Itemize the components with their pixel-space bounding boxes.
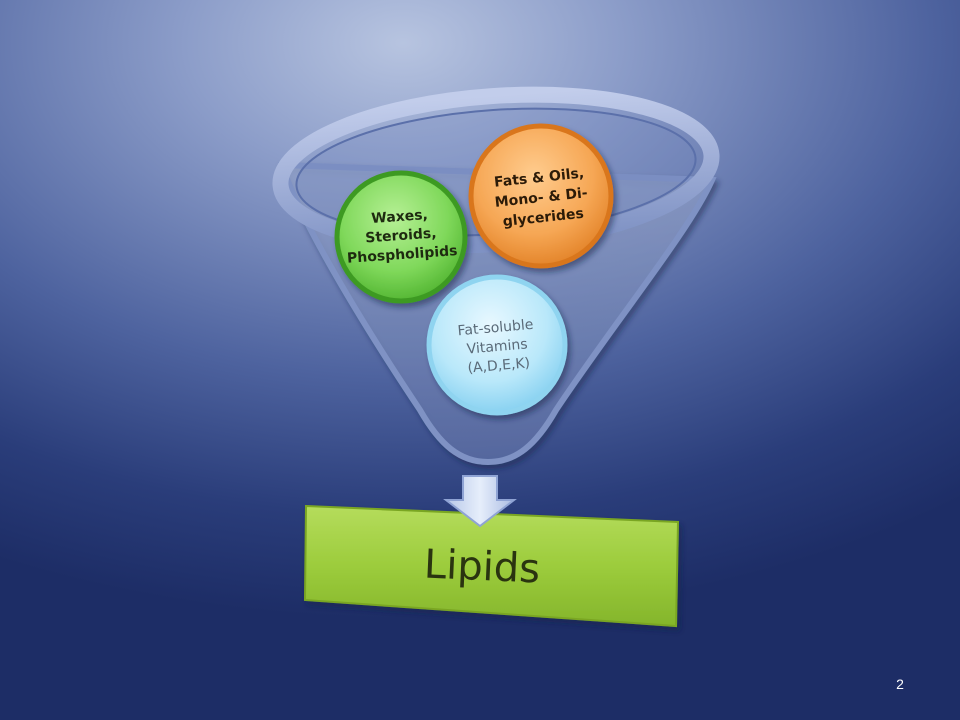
funnel-item-fat-soluble-vitamins: Fat-soluble Vitamins (A,D,E,K) bbox=[426, 274, 568, 416]
funnel-item-waxes-steroids-phospholipids: Waxes, Steroids, Phospholipids bbox=[334, 170, 468, 304]
slide-number: 2 bbox=[896, 676, 904, 692]
orange-circle bbox=[468, 123, 614, 269]
lipids-box-group: Lipids bbox=[303, 504, 680, 628]
blue-circle-line-1: Fat-soluble bbox=[457, 317, 534, 340]
green-circle-line-3: Phospholipids bbox=[347, 243, 458, 267]
funnel-item-fats-oils-glycerides: Fats & Oils, Mono- & Di- glycerides bbox=[468, 123, 614, 269]
blue-circle-line-3: (A,D,E,K) bbox=[467, 355, 531, 376]
green-circle-line-1: Waxes, bbox=[371, 207, 429, 227]
down-arrow-icon bbox=[443, 475, 517, 528]
green-circle-line-2: Steroids, bbox=[365, 226, 437, 247]
lipids-label: Lipids bbox=[423, 541, 541, 592]
blue-circle bbox=[426, 274, 568, 416]
lipids-box bbox=[303, 504, 680, 628]
green-circle bbox=[334, 170, 468, 304]
blue-circle-line-2: Vitamins bbox=[466, 336, 528, 357]
